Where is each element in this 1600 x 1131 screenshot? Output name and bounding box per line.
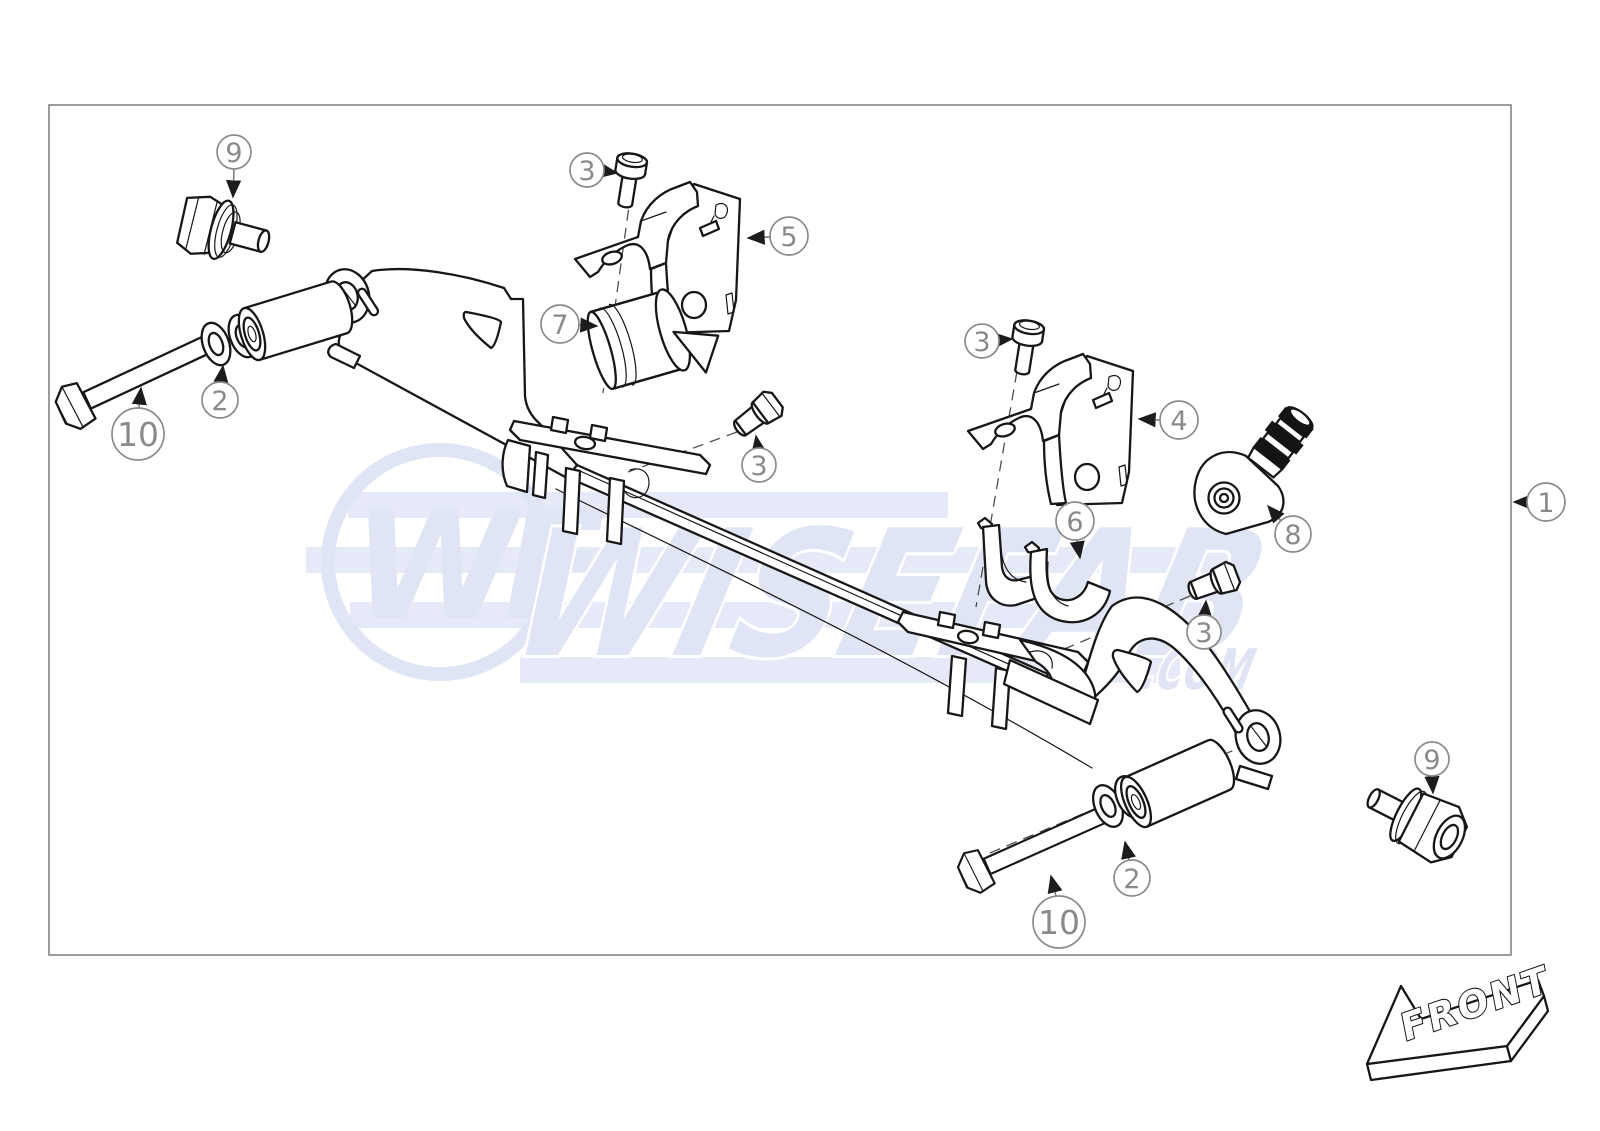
- callout-circle: [964, 323, 1000, 359]
- callout-leader-arrow: [746, 229, 771, 245]
- callout-3: 3: [1186, 599, 1222, 650]
- callout-leader-arrow: [1069, 539, 1085, 560]
- callout-number: 8: [1284, 520, 1301, 551]
- callout-number: 2: [1123, 864, 1140, 895]
- callout-number: 2: [211, 386, 228, 417]
- callout-number: 9: [225, 138, 242, 169]
- callout-number: 1: [1537, 488, 1554, 519]
- front-direction-arrow: FRONT: [1365, 955, 1555, 1082]
- callout-2: 2: [201, 364, 239, 419]
- drawing-border: [48, 104, 1512, 956]
- flange-nut-9-top: [176, 195, 271, 260]
- watermark-brand-text: WISEFAB: [495, 493, 1286, 697]
- callout-number: 10: [117, 415, 159, 454]
- callout-circle: [569, 152, 605, 188]
- center-mount-right: [896, 610, 1100, 731]
- callout-leader-arrow: [751, 434, 767, 454]
- callout-3: 3: [741, 434, 777, 483]
- bolt-10-right: [952, 792, 1118, 898]
- callout-leader-arrow: [994, 332, 1014, 348]
- callout-circle: [540, 304, 580, 344]
- callout-9: 9: [1414, 741, 1450, 795]
- callout-number: 9: [1423, 745, 1440, 776]
- callout-8: 8: [1267, 504, 1312, 553]
- callout-circle: [216, 134, 252, 170]
- callout-layer: 1 9 3 5 7 2 10 3 3 4 6 8 3 2 10 9: [111, 134, 1566, 949]
- right-end-link-hardware: [952, 734, 1274, 898]
- callout-leader-arrow: [226, 168, 242, 199]
- callout-leader-arrow: [1121, 840, 1137, 861]
- callout-3: 3: [964, 323, 1014, 359]
- callout-circle: [201, 381, 239, 419]
- callout-circle: [1274, 515, 1312, 553]
- callout-leader-arrow: [578, 317, 599, 333]
- callout-leader-arrow: [1137, 412, 1161, 428]
- end-link-8: [1193, 406, 1314, 536]
- callout-circle: [769, 216, 809, 256]
- callout-circle: [1186, 614, 1222, 650]
- bolt-3-top-left: [614, 152, 649, 209]
- callout-number: 10: [1038, 903, 1080, 942]
- right-tab: [1234, 764, 1274, 791]
- bushing-7: [586, 288, 720, 391]
- callout-5: 5: [746, 216, 809, 256]
- callout-leader-arrow: [213, 364, 229, 384]
- right-eye-pin: [1222, 706, 1244, 734]
- callout-circle: [741, 447, 777, 483]
- callout-number: 3: [973, 327, 990, 358]
- callout-circle: [1032, 895, 1086, 949]
- callout-4: 4: [1137, 400, 1199, 440]
- watermark-ring: [321, 443, 559, 681]
- callout-6: 6: [1055, 501, 1095, 560]
- callout-3: 3: [569, 152, 619, 188]
- callout-leader-arrow: [1047, 874, 1063, 897]
- callout-10: 10: [111, 386, 165, 461]
- bolt-3-top-right: [1011, 319, 1046, 376]
- callout-number: 3: [1195, 618, 1212, 649]
- flange-nut-9-bottom: [1366, 787, 1469, 864]
- callout-circle: [111, 407, 165, 461]
- bushing-6-halves: [976, 516, 1112, 624]
- callout-leader-arrow: [599, 162, 619, 178]
- callout-number: 7: [551, 310, 568, 341]
- callout-9: 9: [216, 134, 252, 199]
- callout-7: 7: [540, 304, 599, 344]
- callout-circle: [1526, 482, 1566, 522]
- callout-number: 4: [1170, 406, 1187, 437]
- callout-leader-arrow: [1424, 775, 1440, 795]
- callout-number: 3: [578, 156, 595, 187]
- callout-circle: [1414, 741, 1450, 777]
- left-eye-pin: [356, 287, 380, 317]
- callout-number: 6: [1066, 507, 1083, 538]
- callout-circle: [1159, 400, 1199, 440]
- callout-10: 10: [1032, 874, 1086, 949]
- callout-number: 5: [780, 222, 797, 253]
- callout-leader-arrow: [1267, 504, 1285, 524]
- bracket-4: [966, 352, 1135, 507]
- callout-leader-arrow: [131, 386, 147, 409]
- callout-leader-arrow: [1197, 599, 1213, 619]
- callout-circle: [1055, 501, 1095, 541]
- center-mount-left: [501, 415, 712, 546]
- callout-1: 1: [1512, 482, 1566, 522]
- callout-number: 3: [750, 451, 767, 482]
- callout-circle: [1113, 859, 1151, 897]
- bushing-sleeve-right: [1113, 734, 1242, 833]
- bolt-3-center: [726, 386, 788, 444]
- callout-2: 2: [1113, 840, 1151, 897]
